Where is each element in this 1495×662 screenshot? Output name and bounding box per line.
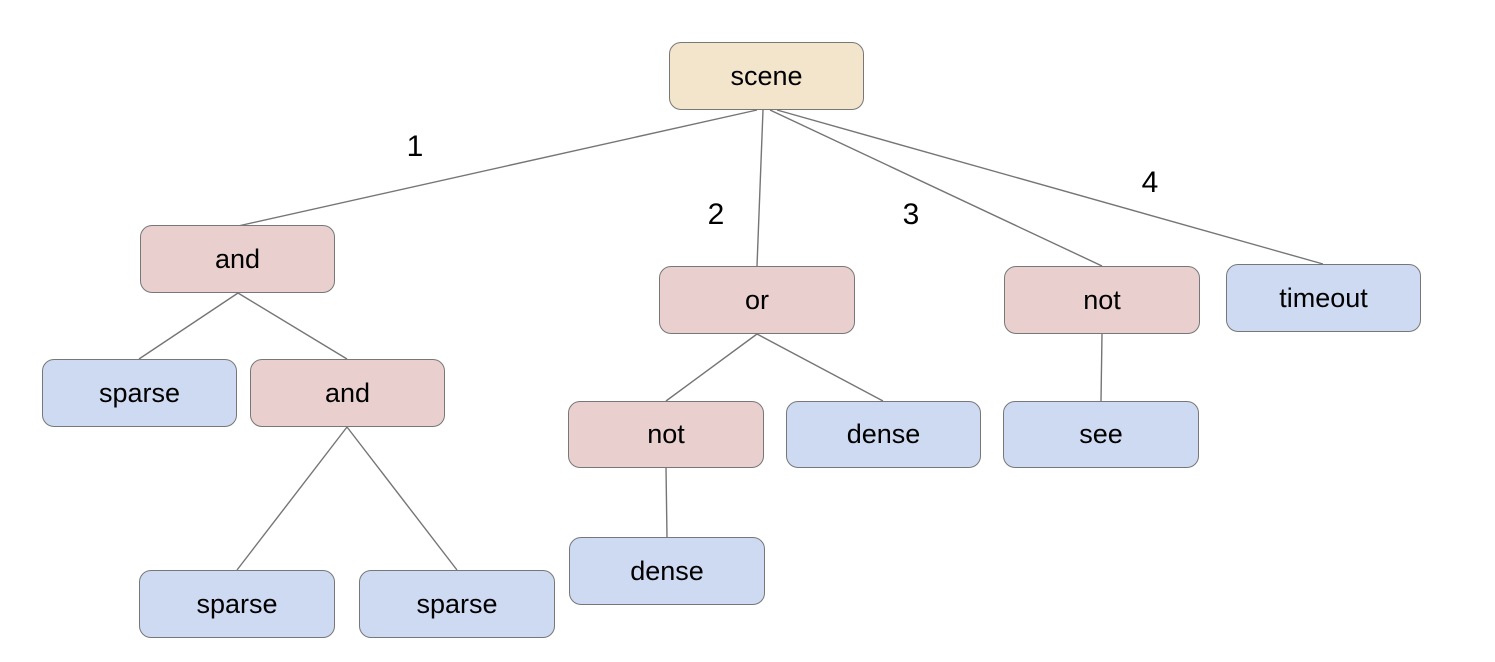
- tree-node-sparse-1: sparse: [42, 359, 237, 427]
- edge-and-2-to-sparse-2: [236, 426, 348, 571]
- tree-node-scene: scene: [669, 42, 864, 110]
- edge-label-1: 1: [406, 130, 424, 163]
- edge-not-1-to-see: [1100, 333, 1103, 402]
- edge-and-1-to-sparse-1: [138, 292, 239, 360]
- edge-scene-to-timeout: [776, 109, 1324, 265]
- edge-and-2-to-sparse-3: [346, 426, 458, 571]
- tree-node-dense-2: dense: [569, 537, 765, 605]
- tree-node-timeout: timeout: [1226, 264, 1421, 332]
- edge-label-4: 4: [1141, 166, 1159, 199]
- tree-node-sparse-2: sparse: [139, 570, 335, 638]
- tree-node-sparse-3: sparse: [359, 570, 555, 638]
- edge-label-3: 3: [902, 198, 920, 231]
- edge-label-2: 2: [707, 198, 725, 231]
- edge-or-1-to-not-2: [665, 333, 758, 402]
- tree-node-and-2: and: [250, 359, 445, 427]
- edge-scene-to-and-1: [237, 109, 758, 227]
- edge-or-1-to-dense-1: [756, 333, 884, 402]
- tree-node-dense-1: dense: [786, 401, 981, 468]
- tree-node-see: see: [1003, 401, 1199, 468]
- edge-and-1-to-and-2: [237, 292, 348, 360]
- tree-node-not-1: not: [1004, 266, 1200, 334]
- tree-node-not-2: not: [568, 401, 764, 468]
- edge-scene-to-not-1: [769, 109, 1103, 267]
- edge-scene-to-or-1: [756, 109, 764, 267]
- edge-not-2-to-dense-2: [665, 467, 668, 538]
- tree-node-or-1: or: [659, 266, 855, 334]
- tree-node-and-1: and: [140, 225, 335, 293]
